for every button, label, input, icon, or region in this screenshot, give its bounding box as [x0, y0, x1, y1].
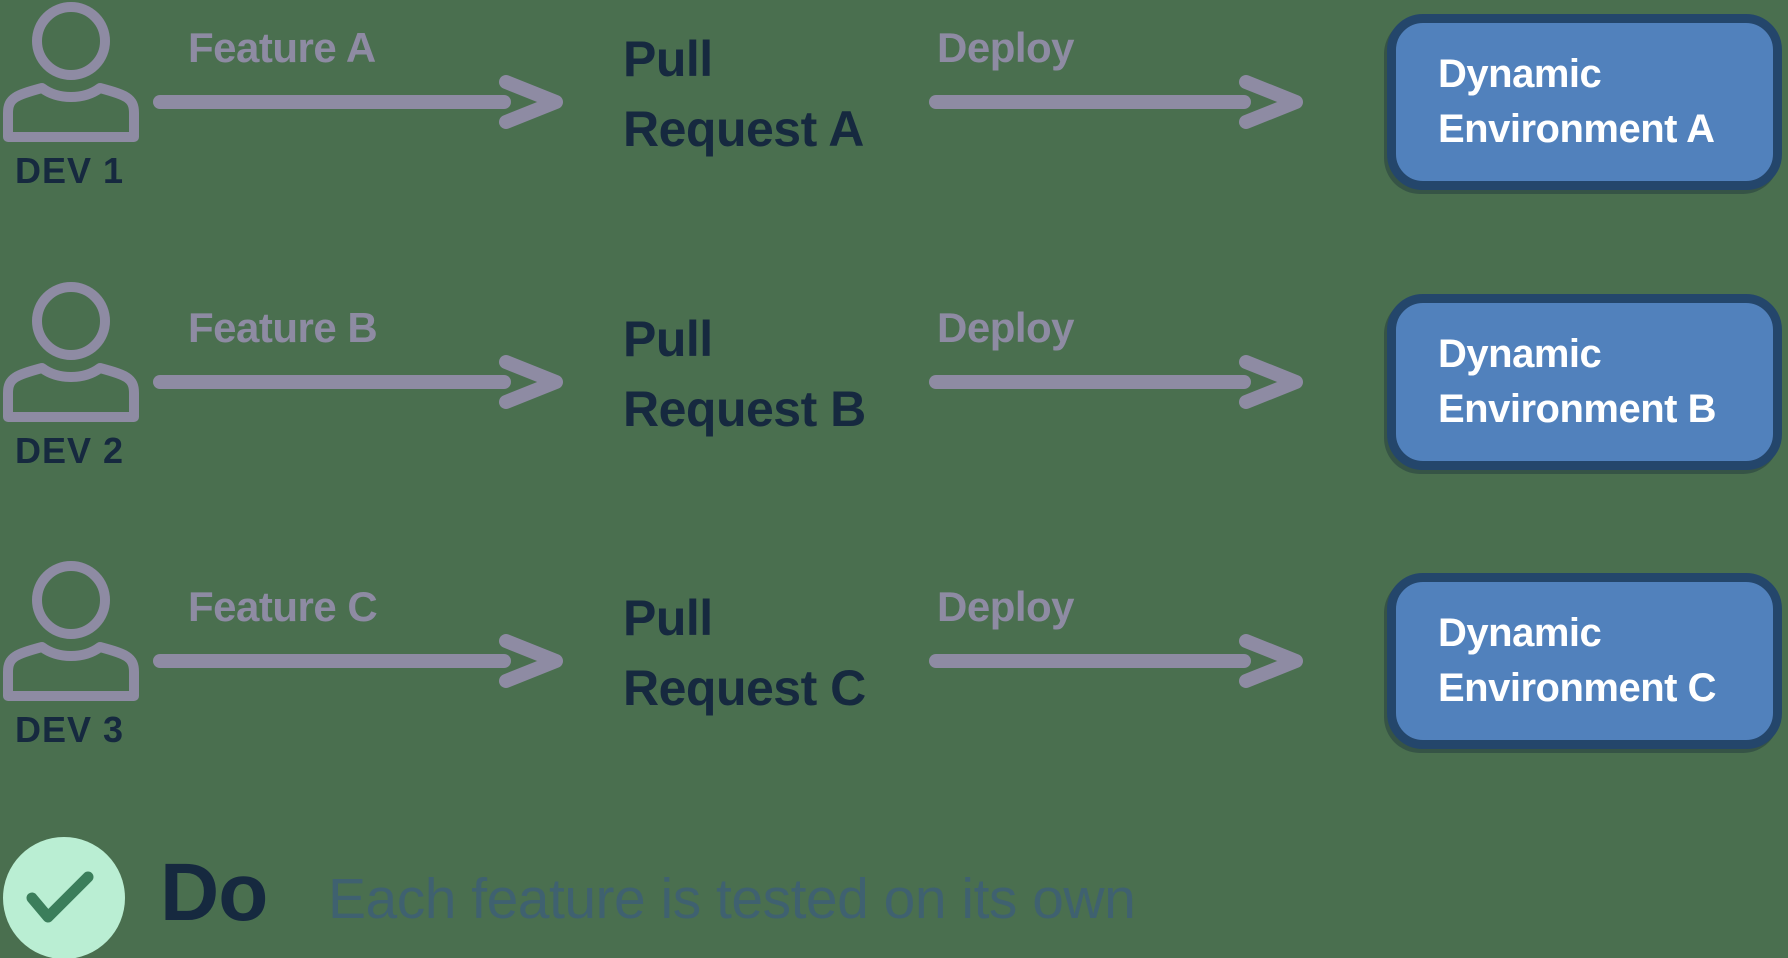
- feature-arrow-icon: [153, 75, 563, 129]
- pull-request-line1: Pull: [623, 31, 713, 87]
- environment-line1: Dynamic: [1438, 611, 1602, 655]
- workflow-row: DEV 1 Feature A Pull Request A Deploy Dy…: [0, 0, 1788, 280]
- feature-arrow-icon: [153, 634, 563, 688]
- environment-line1: Dynamic: [1438, 52, 1602, 96]
- feature-label: Feature A: [188, 24, 376, 71]
- workflow-row: DEV 2 Feature B Pull Request B Deploy Dy…: [0, 280, 1788, 560]
- pull-request-line1: Pull: [623, 590, 713, 646]
- do-label: Do: [160, 847, 268, 938]
- pull-request-line2: Request A: [623, 101, 864, 157]
- deploy-label: Deploy: [937, 24, 1075, 71]
- pull-request-text: Pull Request B: [623, 304, 866, 444]
- pull-request-text: Pull Request C: [623, 583, 866, 723]
- pull-request-line2: Request B: [623, 381, 866, 437]
- dev-label: DEV 2: [15, 430, 125, 471]
- feature-label: Feature C: [188, 583, 378, 630]
- footer-note: Each feature is tested on its own: [328, 867, 1136, 931]
- deploy-arrow-icon: [929, 355, 1303, 409]
- developer-icon: [0, 280, 145, 430]
- environment-box: Dynamic Environment B: [1387, 294, 1782, 470]
- deploy-arrow-icon: [929, 634, 1303, 688]
- dev-label: DEV 1: [15, 150, 125, 191]
- environment-line2: Environment B: [1438, 387, 1716, 431]
- feature-label: Feature B: [188, 304, 378, 351]
- deploy-label: Deploy: [937, 304, 1075, 351]
- pull-request-text: Pull Request A: [623, 24, 864, 164]
- deploy-label: Deploy: [937, 583, 1075, 630]
- feature-arrow-icon: [153, 355, 563, 409]
- check-circle: [3, 837, 125, 958]
- dev-label: DEV 3: [15, 709, 125, 750]
- pull-request-line1: Pull: [623, 311, 713, 367]
- workflow-row: DEV 3 Feature C Pull Request C Deploy Dy…: [0, 559, 1788, 839]
- developer-icon: [0, 559, 145, 709]
- environment-line2: Environment A: [1438, 107, 1715, 151]
- environment-box: Dynamic Environment A: [1387, 14, 1782, 190]
- environment-line1: Dynamic: [1438, 332, 1602, 376]
- environment-box: Dynamic Environment C: [1387, 573, 1782, 749]
- environment-line2: Environment C: [1438, 666, 1716, 710]
- deploy-arrow-icon: [929, 75, 1303, 129]
- developer-icon: [0, 0, 145, 150]
- checkmark-icon: [26, 871, 94, 923]
- pull-request-line2: Request C: [623, 660, 866, 716]
